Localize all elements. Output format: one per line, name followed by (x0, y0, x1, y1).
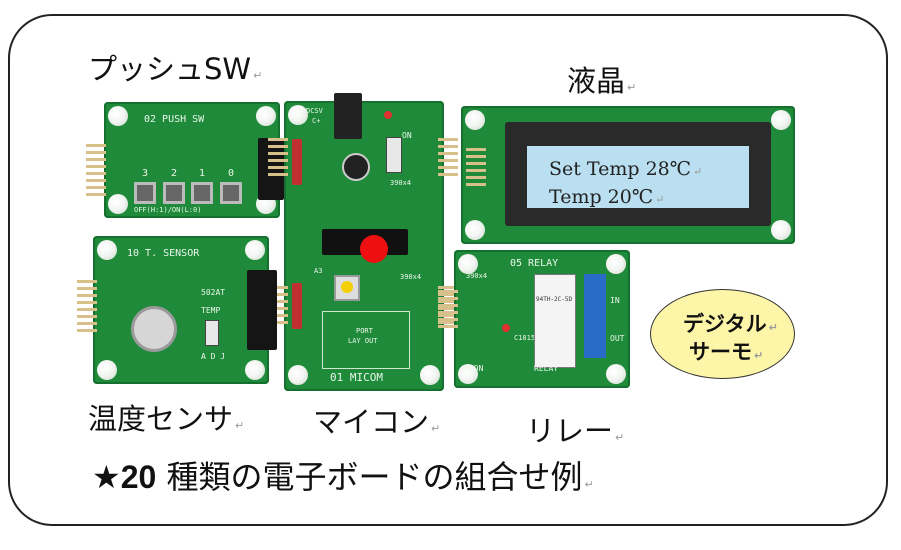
corner-led (256, 106, 276, 126)
transistor-label: C1815 (514, 334, 536, 342)
corner-led (288, 365, 308, 385)
switch-on-label: ON (402, 131, 412, 140)
pin-row (86, 140, 106, 200)
corner-led (108, 194, 128, 214)
adjust-knob (131, 306, 177, 352)
pin-header (258, 138, 284, 200)
bubble-line-2: サーモ↵ (689, 340, 764, 364)
ic-label: C+ (312, 117, 321, 125)
corner-led (465, 220, 485, 240)
push-button (220, 182, 242, 204)
out-label: OUT (610, 334, 625, 343)
sensor-chip-label: 502AT (201, 288, 226, 297)
micom-label: マイコン↵ (313, 405, 441, 439)
caption-number: 20 (120, 459, 157, 495)
terminal-block (584, 274, 606, 358)
port-area (322, 311, 410, 369)
lcd-screen (527, 146, 749, 208)
relay-label: RELAY (534, 364, 559, 373)
corner-led (771, 110, 791, 130)
dc-jack (334, 93, 362, 139)
star-icon: ★ (92, 458, 121, 496)
board-title: 10 T. SENSOR (127, 248, 200, 259)
pin-row (268, 134, 288, 180)
board-title: 02 PUSH SW (144, 114, 205, 125)
push-button (191, 182, 213, 204)
in-label: IN (610, 296, 620, 305)
temp-label: TEMP (201, 306, 221, 315)
pin-row (466, 144, 486, 190)
micom-board: DCSV C+ ON 390x4 A3 390x4 PORT LAY OUT 0… (284, 93, 444, 391)
corner-led (458, 364, 478, 384)
corner-led (458, 254, 478, 274)
pin-header (292, 283, 302, 329)
relay-led (502, 324, 510, 332)
corner-led (245, 360, 265, 380)
push-sw-board: 02 PUSH SW 3 2 1 0 OFF(H:1)/ON(L:0) (104, 102, 284, 218)
caption: ★20 種類の電子ボードの組合せ例↵ (92, 458, 594, 496)
relay-label: リレー↵ (526, 414, 625, 448)
layout-label: LAY OUT (348, 337, 378, 345)
red-button (360, 235, 388, 263)
push-sw-label: プッシュSW↵ (88, 52, 263, 86)
h-on-label: H:ON (464, 364, 484, 373)
caption-text: 種類の電子ボードの組合せ例 (156, 458, 583, 496)
lcd-line-2: Temp 20℃↵ (549, 186, 665, 208)
bubble-line-1: デジタル↵ (683, 312, 778, 336)
corner-led (606, 364, 626, 384)
button-number: 0 (228, 168, 235, 179)
corner-led (97, 360, 117, 380)
slide-switch (386, 137, 402, 173)
dcsv-label: DCSV (306, 107, 323, 115)
pin-row (438, 282, 458, 328)
pin-row (438, 286, 458, 332)
resistor-label: 390x4 (466, 272, 488, 280)
button-number: 2 (171, 168, 178, 179)
lcd-line-1: Set Temp 28℃↵ (549, 158, 703, 180)
board-title: 05 RELAY (510, 258, 559, 269)
button-number: 1 (199, 168, 206, 179)
corner-led (606, 254, 626, 274)
corner-led (288, 105, 308, 125)
corner-led (465, 110, 485, 130)
lcd-label: 液晶↵ (567, 64, 637, 98)
pin-row (77, 276, 97, 336)
relay-board: 05 RELAY 390x4 C1815 H:ON 94TH-2C-5D REL… (454, 250, 630, 388)
port-label: PORT (356, 327, 373, 335)
relay-part-label: 94TH-2C-5D (536, 296, 573, 303)
board-title: 01 MICOM (330, 371, 383, 384)
digital-thermo-bubble: デジタル↵ サーモ↵ (650, 289, 795, 379)
power-led (384, 111, 392, 119)
adj-label: A D J (201, 352, 226, 361)
pin-row (438, 134, 458, 180)
push-button (134, 182, 156, 204)
temp-sensor-label: 温度センサ↵ (88, 402, 245, 436)
lcd-board: Set Temp 28℃↵ Temp 20℃↵ (461, 106, 795, 244)
resistor-label: 390x4 (400, 273, 422, 281)
resistor-label: 390x4 (390, 179, 412, 187)
button-number: 3 (142, 168, 149, 179)
corner-led (97, 240, 117, 260)
board-footnote: OFF(H:1)/ON(L:0) (134, 206, 202, 214)
pin-header (247, 270, 277, 350)
a3-label: A3 (314, 267, 323, 275)
temp-sensor-board: 10 T. SENSOR 502AT TEMP A D J (93, 236, 277, 384)
pin-header (292, 139, 302, 185)
relay-component (534, 274, 576, 368)
reset-button (334, 275, 360, 301)
corner-led (771, 220, 791, 240)
pin-row (268, 282, 288, 328)
corner-led (108, 106, 128, 126)
push-button (163, 182, 185, 204)
corner-led (420, 365, 440, 385)
corner-led (245, 240, 265, 260)
capacitor (342, 153, 370, 181)
temp-switch (205, 320, 219, 346)
